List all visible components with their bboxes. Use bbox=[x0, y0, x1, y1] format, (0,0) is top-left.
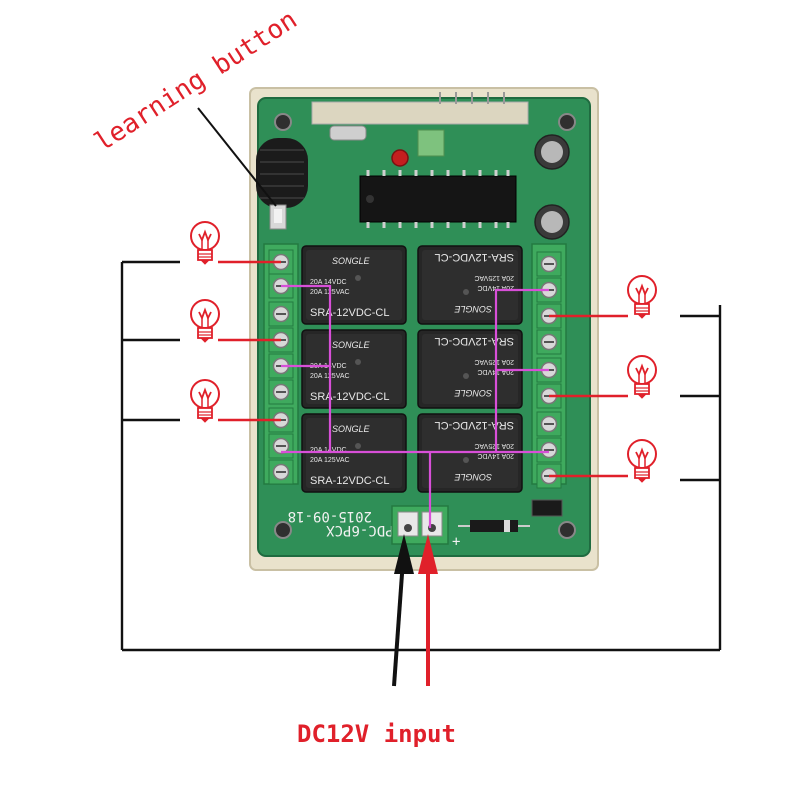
board-print: APDC-6PCX 2015-09-18 + bbox=[288, 508, 461, 550]
relay-3: SONGLE 20A 14VDC 20A 125VAC SRA-12VDC-CL bbox=[301, 413, 407, 493]
relay-brand: SONGLE bbox=[453, 388, 492, 398]
board-polarity-plus: + bbox=[452, 534, 460, 550]
antenna-coil bbox=[256, 138, 308, 208]
diode bbox=[458, 520, 530, 532]
relay-rating-dc: 20A 14VDC bbox=[477, 284, 514, 291]
lamp-right-1 bbox=[627, 275, 657, 319]
ic-pins bbox=[366, 170, 510, 228]
relay-model: SRA-12VDC-CL bbox=[310, 307, 389, 319]
led-indicator bbox=[391, 149, 409, 167]
capacitor-1 bbox=[534, 134, 570, 170]
relay-model: SRA-12VDC-CL bbox=[435, 335, 514, 347]
learning-button[interactable] bbox=[269, 204, 287, 230]
relay-model: SRA-12VDC-CL bbox=[435, 419, 514, 431]
relay-model: SRA-12VDC-CL bbox=[435, 251, 514, 263]
relay-model: SRA-12VDC-CL bbox=[310, 475, 389, 487]
relay-rating-ac: 20A 125VAC bbox=[310, 457, 350, 464]
lamp-left-1 bbox=[190, 221, 220, 265]
relay-rating-ac: 20A 125VAC bbox=[474, 358, 514, 365]
relay-brand: SONGLE bbox=[453, 304, 492, 314]
relay-brand: SONGLE bbox=[453, 472, 492, 482]
relay-brand: SONGLE bbox=[332, 424, 371, 434]
fuse-component bbox=[531, 499, 563, 517]
lamp-left-3 bbox=[190, 379, 220, 423]
ic-chip bbox=[359, 175, 517, 223]
capacitor-2 bbox=[534, 204, 570, 240]
jumper-traces bbox=[281, 284, 549, 528]
power-negative-arrow bbox=[392, 534, 414, 687]
relay-brand: SONGLE bbox=[332, 256, 371, 266]
relay-brand: SONGLE bbox=[332, 340, 371, 350]
power-positive-arrow bbox=[418, 534, 438, 686]
board-revision: APDC-6PCX bbox=[326, 522, 402, 538]
lamp-left-2 bbox=[190, 299, 220, 343]
load-wiring bbox=[218, 260, 628, 478]
lamp-right-3 bbox=[627, 439, 657, 483]
relay-2: SONGLE 20A 14VDC 20A 125VAC SRA-12VDC-CL bbox=[301, 329, 407, 409]
power-input-terminal bbox=[391, 505, 449, 545]
neutral-wiring bbox=[120, 260, 722, 652]
relay-6: SONGLE 20A 14VDC 20A 125VAC SRA-12VDC-CL bbox=[417, 413, 523, 493]
module-pins bbox=[439, 92, 505, 104]
relay-rating-dc: 20A 14VDC bbox=[310, 279, 347, 286]
power-input-label: DC12V input bbox=[297, 720, 456, 748]
dip-switch bbox=[417, 129, 445, 157]
right-terminal-block bbox=[531, 243, 567, 489]
lamp-right-2 bbox=[627, 355, 657, 399]
relay-rating-ac: 20A 125VAC bbox=[474, 274, 514, 281]
relay-rating-dc: 20A 14VDC bbox=[310, 447, 347, 454]
learning-button-pointer bbox=[197, 107, 277, 207]
rf-module bbox=[311, 101, 529, 125]
mounting-holes bbox=[274, 113, 576, 539]
crystal bbox=[329, 125, 367, 141]
relay-4: SONGLE 20A 14VDC 20A 125VAC SRA-12VDC-CL bbox=[417, 245, 523, 325]
relay-model: SRA-12VDC-CL bbox=[310, 391, 389, 403]
board-date: 2015-09-18 bbox=[288, 508, 372, 524]
relay-rating-ac: 20A 125VAC bbox=[474, 442, 514, 449]
relay-rating-dc: 20A 14VDC bbox=[477, 452, 514, 459]
left-terminal-block bbox=[263, 243, 299, 485]
